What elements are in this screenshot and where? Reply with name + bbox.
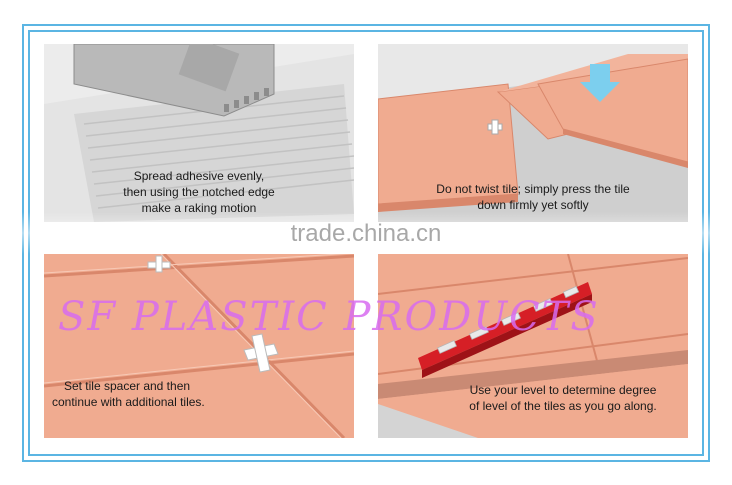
caption-line: of level of the tiles as you go along. bbox=[469, 399, 657, 413]
caption-line: Spread adhesive evenly, bbox=[133, 169, 265, 183]
press-illustration bbox=[378, 44, 688, 222]
panel-level: Use your level to determine degree of le… bbox=[378, 254, 688, 438]
caption-line: Set tile spacer and then bbox=[63, 379, 191, 393]
panel-tile-spacer: Set tile spacer and then continue with a… bbox=[44, 254, 354, 438]
brand-overlay: SF PLASTIC PRODUCTS bbox=[58, 294, 600, 340]
watermark-text: trade.china.cn bbox=[290, 220, 442, 247]
caption-spread: Spread adhesive evenly, then using the n… bbox=[44, 168, 354, 216]
caption-line: then using the notched edge bbox=[123, 185, 275, 199]
caption-line: down firmly yet softly bbox=[477, 198, 589, 212]
trowel-illustration bbox=[44, 44, 354, 222]
spacer-illustration bbox=[44, 254, 354, 438]
panel-spread-adhesive: Spread adhesive evenly, then using the n… bbox=[44, 44, 354, 222]
panel-press-tile: Do not twist tile; simply press the tile… bbox=[378, 44, 688, 222]
spacer-icon bbox=[243, 333, 279, 373]
caption-spacer: Set tile spacer and then continue with a… bbox=[52, 378, 205, 410]
caption-level: Use your level to determine degree of le… bbox=[438, 382, 688, 414]
watermark-band bbox=[20, 212, 712, 254]
level-illustration bbox=[378, 254, 688, 438]
caption-line: make a raking motion bbox=[141, 201, 257, 215]
down-arrow-icon bbox=[580, 64, 620, 102]
caption-line: Use your level to determine degree bbox=[469, 383, 657, 397]
caption-line: continue with additional tiles. bbox=[52, 395, 205, 409]
caption-press: Do not twist tile; simply press the tile… bbox=[378, 181, 688, 213]
spacer-icon bbox=[147, 255, 171, 273]
caption-line: Do not twist tile; simply press the tile bbox=[436, 182, 630, 196]
